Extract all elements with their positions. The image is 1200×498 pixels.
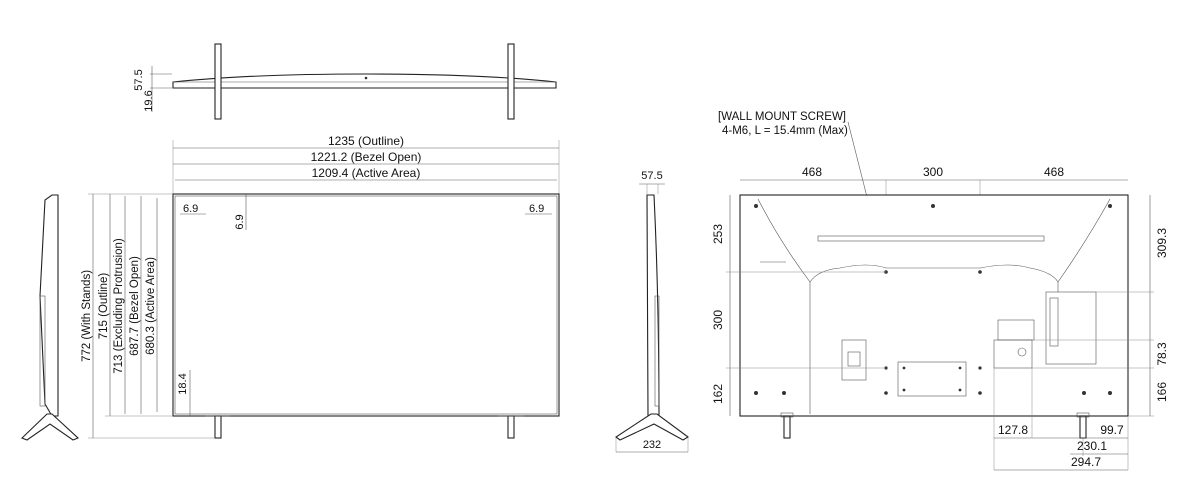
front-bezel-right-label: 6.9 <box>529 203 544 215</box>
wall-mount-screw-right-upper <box>978 270 982 274</box>
side-view-stand <box>615 413 689 441</box>
top-view-stand-right <box>507 43 515 120</box>
side-view-panel <box>646 194 660 417</box>
rear-cover-outline <box>757 198 1111 283</box>
rear-note-line1: [WALL MOUNT SCREW] <box>718 111 846 123</box>
rear-top-left-label: 468 <box>802 165 822 179</box>
rear-terminal-bay <box>1045 291 1097 365</box>
rear-vesa-plate <box>897 361 967 397</box>
rear-bottom-a-label: 127.8 <box>998 423 1028 437</box>
top-panel-label: 19.6 <box>143 90 155 111</box>
rear-bottom-d-label: 294.7 <box>1071 455 1101 469</box>
side-depth-label: 57.5 <box>641 170 662 182</box>
front-view-stand-right <box>507 415 515 439</box>
rear-top-right-label: 468 <box>1044 165 1064 179</box>
front-width-bezel-label: 1221.2 (Bezel Open) <box>311 150 422 164</box>
rear-top-mid-label: 300 <box>923 165 943 179</box>
side-stand-depth-label: 232 <box>643 439 661 451</box>
rear-left-bottom-label: 162 <box>711 384 725 404</box>
side-view: 57.5 232 <box>615 170 689 453</box>
front-view-screen <box>174 195 558 415</box>
left-side-panel <box>39 194 59 417</box>
rear-left-mid-label: 300 <box>711 310 725 330</box>
rear-control-panel <box>993 339 1033 369</box>
rear-bottom-b-label: 99.7 <box>1100 423 1124 437</box>
front-height-outline-label: 715 (Outline) <box>98 273 110 340</box>
front-bezel-left-label: 6.9 <box>183 203 198 215</box>
rear-right-bottom-label: 166 <box>1155 382 1169 402</box>
front-view-stand-left <box>214 415 222 439</box>
rear-right-top-label: 309.3 <box>1155 228 1169 258</box>
rear-housing <box>739 194 1129 417</box>
top-view-stand-left <box>214 43 222 120</box>
front-bezel-top-label: 6.9 <box>234 214 246 229</box>
rear-stand-right <box>1079 415 1087 439</box>
rear-note-line2: 4-M6, L = 15.4mm (Max) <box>722 125 848 137</box>
front-bezel-bottom-label: 18.4 <box>177 373 189 394</box>
rear-right-mid-label: 78.3 <box>1155 342 1169 366</box>
rear-bottom-c-label: 230.1 <box>1077 439 1107 453</box>
front-height-stands-label: 772 (With Stands) <box>81 270 93 362</box>
left-side-stand <box>21 413 80 441</box>
front-height-bezel-label: 687.7 (Bezel Open) <box>129 256 141 356</box>
rear-view: [WALL MOUNT SCREW] 4-M6, L = 15.4mm (Max… <box>711 111 1169 471</box>
rear-power-inlet <box>841 339 867 381</box>
front-width-outline-label: 1235 (Outline) <box>328 134 404 148</box>
front-height-excl-label: 713 (Excluding Protrusion) <box>113 238 125 374</box>
top-view-panel <box>172 73 557 89</box>
rear-vent-bar <box>817 235 1045 242</box>
left-side-view <box>21 194 80 441</box>
front-view-frame <box>172 193 560 417</box>
front-width-active-label: 1209.4 (Active Area) <box>312 166 421 180</box>
rear-stand-left <box>783 415 791 439</box>
rear-left-top-label: 253 <box>711 224 725 244</box>
top-view: 57.5 19.6 <box>133 43 557 120</box>
front-height-active-label: 680.3 (Active Area) <box>145 257 157 355</box>
top-depth-label: 57.5 <box>133 69 145 90</box>
front-view: 1235 (Outline) 1221.2 (Bezel Open) 1209.… <box>81 134 560 439</box>
